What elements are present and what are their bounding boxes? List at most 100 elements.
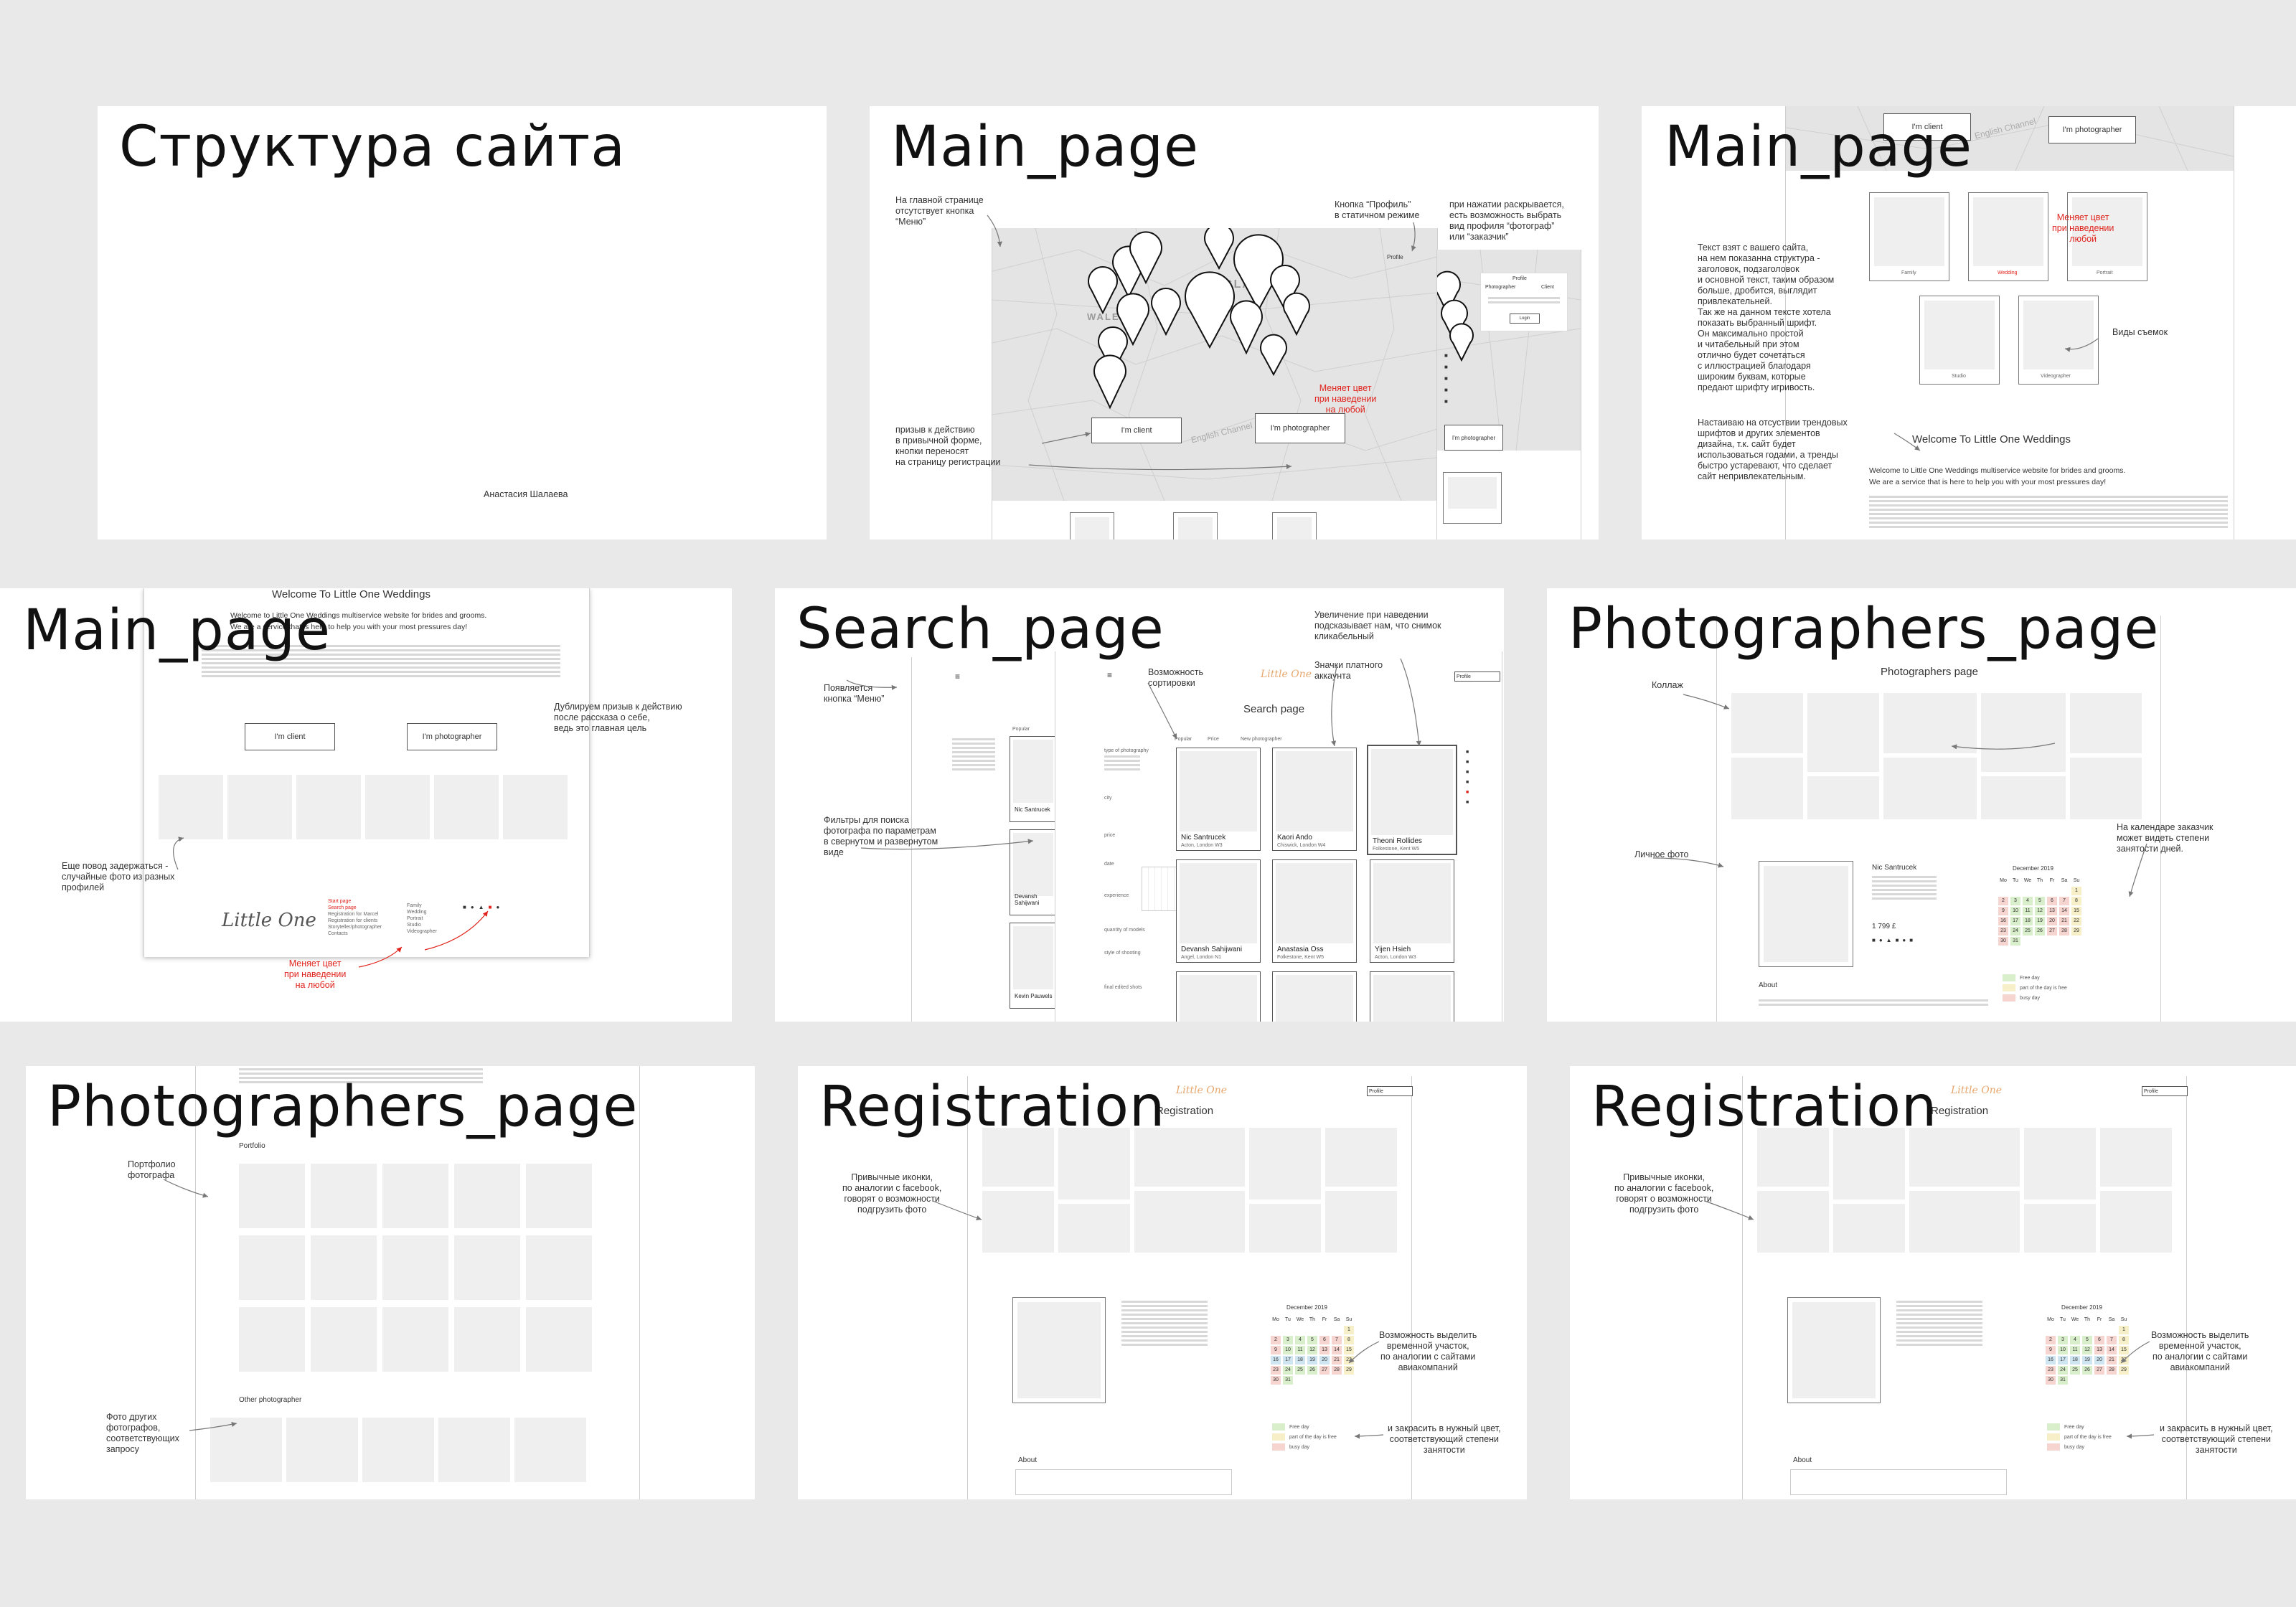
filter-type[interactable]: type of photography: [1104, 748, 1149, 753]
footer-link[interactable]: Search page: [328, 905, 357, 910]
calendar-day[interactable]: 7: [1332, 1336, 1342, 1344]
calendar-day[interactable]: 26: [2035, 927, 2045, 936]
other-photographer-photo[interactable]: [362, 1418, 434, 1482]
calendar-day[interactable]: 26: [2082, 1366, 2092, 1375]
sort-price[interactable]: Price: [1208, 737, 1219, 742]
upload-photo-slot[interactable]: [1249, 1204, 1321, 1253]
portfolio-photo[interactable]: [526, 1307, 592, 1372]
sort-new[interactable]: New photographer: [1241, 737, 1282, 742]
calendar-day[interactable]: 5: [1307, 1336, 1317, 1344]
other-photographer-photo[interactable]: [210, 1418, 282, 1482]
profile-button[interactable]: Profile: [1454, 671, 1500, 682]
calendar-day[interactable]: 9: [1271, 1346, 1281, 1354]
calendar-day[interactable]: 21: [2107, 1356, 2117, 1365]
calendar-day[interactable]: 13: [2094, 1346, 2104, 1354]
dropdown-client[interactable]: Client: [1541, 285, 1554, 290]
portfolio-photo[interactable]: [382, 1235, 448, 1300]
calendar-day[interactable]: 19: [2082, 1356, 2092, 1365]
calendar-day[interactable]: 24: [2010, 927, 2020, 936]
sort-popular[interactable]: Popular: [1012, 727, 1030, 732]
upload-photo-slot[interactable]: [2100, 1191, 2172, 1253]
upload-photo-slot[interactable]: [2100, 1128, 2172, 1187]
social-icons[interactable]: ■●▲■●: [463, 904, 504, 910]
calendar-day[interactable]: 3: [2010, 897, 2020, 905]
photographer-button[interactable]: I'm photographer: [2048, 116, 2136, 143]
sort-popular[interactable]: Popular: [1175, 737, 1192, 742]
upload-photo-slot[interactable]: [1757, 1128, 1829, 1187]
photographer-card[interactable]: Devansh Sahijwani: [1010, 829, 1057, 915]
calendar-day[interactable]: 12: [2082, 1346, 2092, 1354]
profile-button[interactable]: Profile: [1367, 1086, 1413, 1096]
calendar-day[interactable]: 11: [2023, 907, 2033, 915]
profile-fields[interactable]: [1121, 1299, 1208, 1348]
calendar-day[interactable]: 22: [2071, 917, 2081, 925]
calendar-day[interactable]: 1: [1344, 1326, 1354, 1334]
photographer-card[interactable]: [1272, 971, 1357, 1022]
calendar-day[interactable]: 27: [2094, 1366, 2104, 1375]
photographer-button[interactable]: I'm photographer: [407, 723, 497, 750]
calendar-day[interactable]: 11: [2070, 1346, 2080, 1354]
social-icons[interactable]: ■●▲■●■: [1872, 937, 1917, 943]
footer-link[interactable]: Videographer: [407, 929, 437, 934]
calendar-day[interactable]: 27: [1319, 1366, 1330, 1375]
upload-photo-slot[interactable]: [1325, 1191, 1397, 1253]
upload-photo-slot[interactable]: [1058, 1204, 1130, 1253]
calendar-day[interactable]: 28: [1332, 1366, 1342, 1375]
random-photo[interactable]: [503, 775, 568, 839]
upload-photo-slot[interactable]: [2024, 1204, 2096, 1253]
portfolio-photo[interactable]: [311, 1235, 377, 1300]
collage-photo[interactable]: [1883, 693, 1977, 753]
upload-photo-slot[interactable]: [1757, 1191, 1829, 1253]
profile-button[interactable]: Profile: [1387, 254, 1403, 260]
calendar-day[interactable]: 25: [2070, 1366, 2080, 1375]
calendar-day[interactable]: 19: [1307, 1356, 1317, 1365]
collage-photo[interactable]: [2070, 758, 2142, 819]
calendar-day[interactable]: 31: [1283, 1376, 1293, 1385]
upload-photo-slot[interactable]: [2024, 1128, 2096, 1200]
calendar-day[interactable]: 20: [2047, 917, 2057, 925]
calendar-day[interactable]: 4: [2070, 1336, 2080, 1344]
calendar-day[interactable]: 15: [2119, 1346, 2129, 1354]
upload-photo-slot[interactable]: [982, 1191, 1054, 1253]
calendar-day[interactable]: 9: [1998, 907, 2008, 915]
calendar-day[interactable]: 8: [2071, 897, 2081, 905]
upload-photo-slot[interactable]: [1833, 1204, 1905, 1253]
calendar-day[interactable]: 23: [1998, 927, 2008, 936]
footer-link[interactable]: Registration for clients: [328, 918, 378, 923]
client-button[interactable]: I'm client: [1091, 418, 1182, 443]
calendar-day[interactable]: 29: [2071, 927, 2081, 936]
photographer-button[interactable]: I'm photographer: [1255, 413, 1345, 443]
portfolio-photo[interactable]: [382, 1164, 448, 1228]
photographer-card[interactable]: Nic Santrucek: [1010, 736, 1057, 822]
social-icons[interactable]: ■■■■■■: [1466, 750, 1469, 805]
calendar-day[interactable]: 29: [2119, 1366, 2129, 1375]
calendar-day[interactable]: 4: [2023, 897, 2033, 905]
calendar-day[interactable]: 26: [1307, 1366, 1317, 1375]
calendar-day[interactable]: 7: [2107, 1336, 2117, 1344]
other-photographer-photo[interactable]: [438, 1418, 510, 1482]
calendar-day[interactable]: 25: [2023, 927, 2033, 936]
calendar-day[interactable]: 14: [1332, 1346, 1342, 1354]
personal-photo-upload[interactable]: [1012, 1297, 1106, 1403]
calendar-day[interactable]: 3: [1283, 1336, 1293, 1344]
collage-photo[interactable]: [1981, 776, 2066, 819]
calendar-day[interactable]: 6: [2047, 897, 2057, 905]
portfolio-photo[interactable]: [239, 1164, 305, 1228]
personal-photo-upload[interactable]: [1787, 1297, 1881, 1403]
collage-photo[interactable]: [1807, 776, 1879, 819]
calendar-day[interactable]: 22: [2119, 1356, 2129, 1365]
portfolio-photo[interactable]: [311, 1307, 377, 1372]
upload-photo-slot[interactable]: [1249, 1128, 1321, 1200]
calendar-day[interactable]: 30: [1271, 1376, 1281, 1385]
calendar-day[interactable]: 24: [1283, 1366, 1293, 1375]
about-textarea[interactable]: [1015, 1469, 1232, 1495]
upload-photo-slot[interactable]: [1134, 1128, 1245, 1187]
filter-quantity[interactable]: quantity of models: [1104, 928, 1145, 933]
dropdown-photographer[interactable]: Photographer: [1485, 285, 1516, 290]
calendar-day[interactable]: 6: [2094, 1336, 2104, 1344]
calendar-day[interactable]: 14: [2059, 907, 2069, 915]
calendar-day[interactable]: 5: [2035, 897, 2045, 905]
upload-photo-slot[interactable]: [1909, 1191, 2020, 1253]
